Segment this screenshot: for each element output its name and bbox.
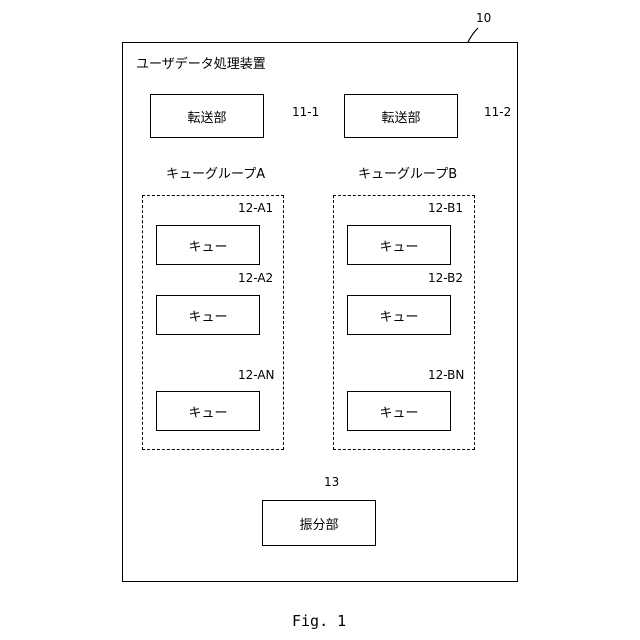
transfer-unit-2-ref: 11-2: [484, 106, 511, 118]
queue-a1: キュー: [156, 225, 260, 265]
distributor-ref: 13: [324, 476, 339, 488]
queue-bn-ref: 12-BN: [428, 369, 464, 381]
figure-caption: Fig. 1: [292, 612, 346, 630]
transfer-unit-1: 転送部: [150, 94, 264, 138]
queue-b2-ref: 12-B2: [428, 272, 463, 284]
queue-a2-ref: 12-A2: [238, 272, 273, 284]
queue-an: キュー: [156, 391, 260, 431]
leader-device: [468, 28, 478, 42]
transfer-unit-2: 転送部: [344, 94, 458, 138]
queue-bn: キュー: [347, 391, 451, 431]
queue-group-b-title: キューグループB: [358, 168, 457, 181]
queue-b1-ref: 12-B1: [428, 202, 463, 214]
queue-a1-ref: 12-A1: [238, 202, 273, 214]
queue-a2: キュー: [156, 295, 260, 335]
distributor: 振分部: [262, 500, 376, 546]
device-ref: 10: [476, 12, 491, 24]
queue-an-ref: 12-AN: [238, 369, 275, 381]
queue-b1: キュー: [347, 225, 451, 265]
queue-b2: キュー: [347, 295, 451, 335]
queue-group-a-title: キューグループA: [166, 168, 265, 181]
device-title: ユーザデータ処理装置: [136, 58, 266, 71]
transfer-unit-1-ref: 11-1: [292, 106, 319, 118]
